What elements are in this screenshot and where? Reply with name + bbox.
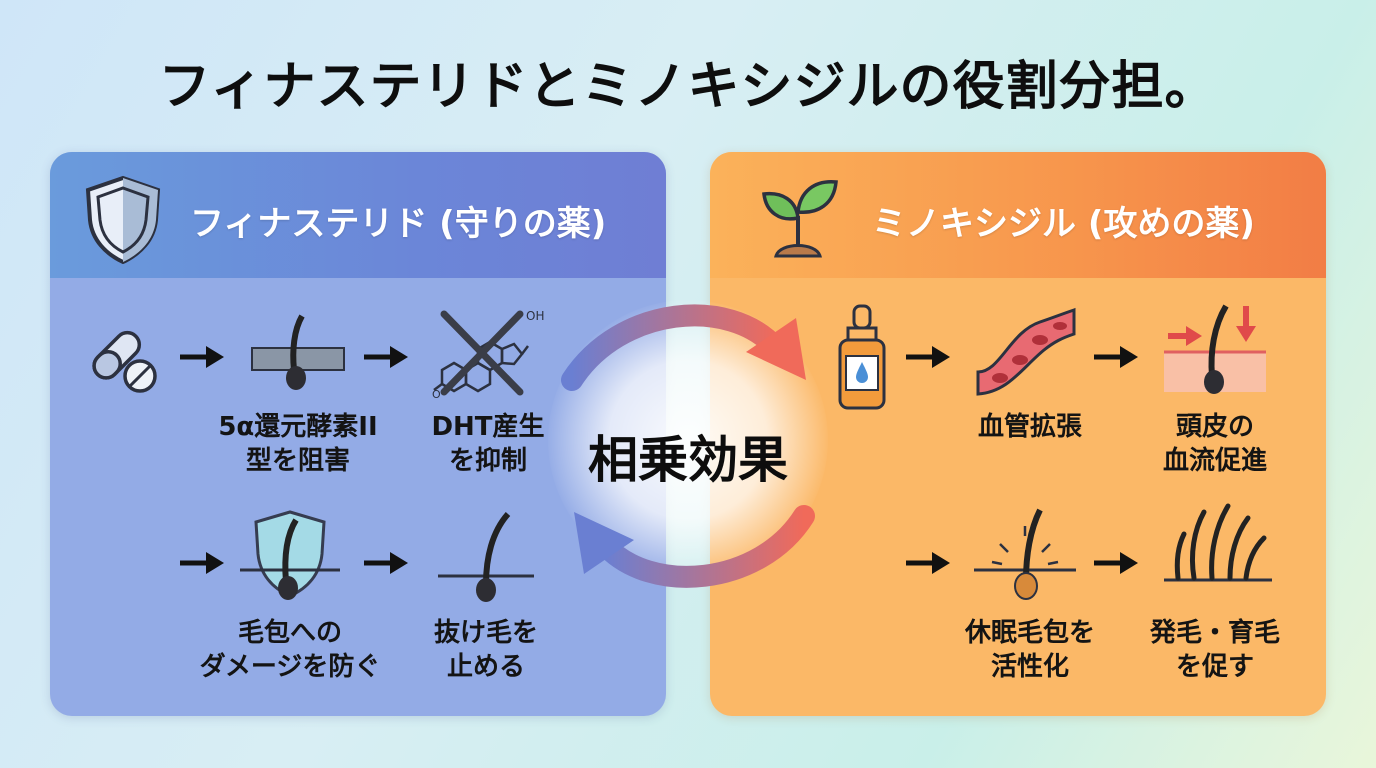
blood-vessel-icon: [976, 307, 1076, 396]
finasteride-title: フィナステリド (守りの薬): [190, 204, 607, 244]
sprout-icon: [762, 180, 838, 258]
flow-arrow: [906, 552, 950, 574]
step-label-dht: DHT産生 を抑制: [431, 412, 545, 476]
step-label-5a-reductase: 5α還元酵素II 型を阻害: [218, 412, 378, 476]
step-label-stop-hair-loss: 抜け毛を 止める: [433, 618, 538, 682]
minoxidil-title: ミノキシジル (攻めの薬): [872, 204, 1255, 244]
page-title: フィナステリドとミノキシジルの役割分担。: [158, 57, 1218, 117]
shield-icon: [85, 175, 161, 264]
svg-text:O: O: [432, 388, 441, 401]
step-label-follicle-protection: 毛包への ダメージを防ぐ: [199, 618, 381, 682]
step-label-activate-dormant-follicles: 休眠毛包を 活性化: [964, 618, 1095, 682]
pill-icon: [92, 330, 157, 393]
stopped-hair-loss-icon: [438, 512, 534, 602]
step-label-scalp-blood-flow: 頭皮の 血流促進: [1162, 412, 1267, 476]
flow-arrow: [180, 552, 224, 574]
crossed-molecule-icon: O OH: [432, 309, 544, 401]
step-label-promote-growth: 発毛・育毛 を促す: [1149, 618, 1280, 682]
molecule-oh-label: OH: [526, 309, 544, 323]
flow-arrow: [906, 346, 950, 368]
scalp-blood-flow-icon: [1164, 304, 1266, 394]
dropper-bottle-icon: [838, 304, 886, 410]
synergy-arrows: [561, 304, 815, 588]
flow-arrow: [1094, 346, 1138, 368]
synergy-label: 相乗効果: [588, 431, 788, 489]
hair-growth-icon: [1164, 503, 1272, 582]
flow-arrow: [364, 552, 408, 574]
active-follicle-icon: [974, 508, 1076, 600]
flow-arrow: [364, 346, 408, 368]
minoxidil-header: ミノキシジル (攻めの薬): [710, 152, 1326, 278]
flow-arrow: [180, 346, 224, 368]
flow-arrow: [1094, 552, 1138, 574]
shielded-follicle-icon: [240, 510, 340, 600]
step-label-vasodilation: 血管拡張: [977, 412, 1082, 442]
hair-follicle-icon: [251, 314, 345, 390]
finasteride-header: フィナステリド (守りの薬): [50, 152, 666, 278]
